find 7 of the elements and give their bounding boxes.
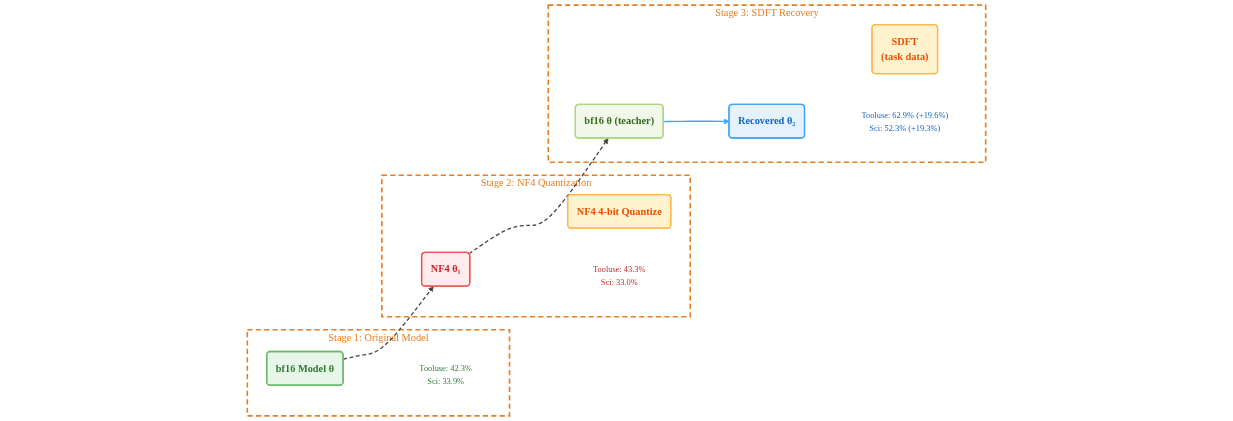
node-label: Tooluse: 42.3% <box>419 363 472 374</box>
arrow <box>468 138 609 255</box>
node-label: Sci: 33.0% <box>600 277 638 287</box>
node-label: Sci: 33.9% <box>427 376 465 386</box>
node-label: Tooluse: 62.9% (+19.6%) <box>861 109 949 120</box>
node-label: Tooluse: 43.3% <box>592 264 646 275</box>
node-label: Sci: 52.3% (+19.3%) <box>869 122 941 133</box>
